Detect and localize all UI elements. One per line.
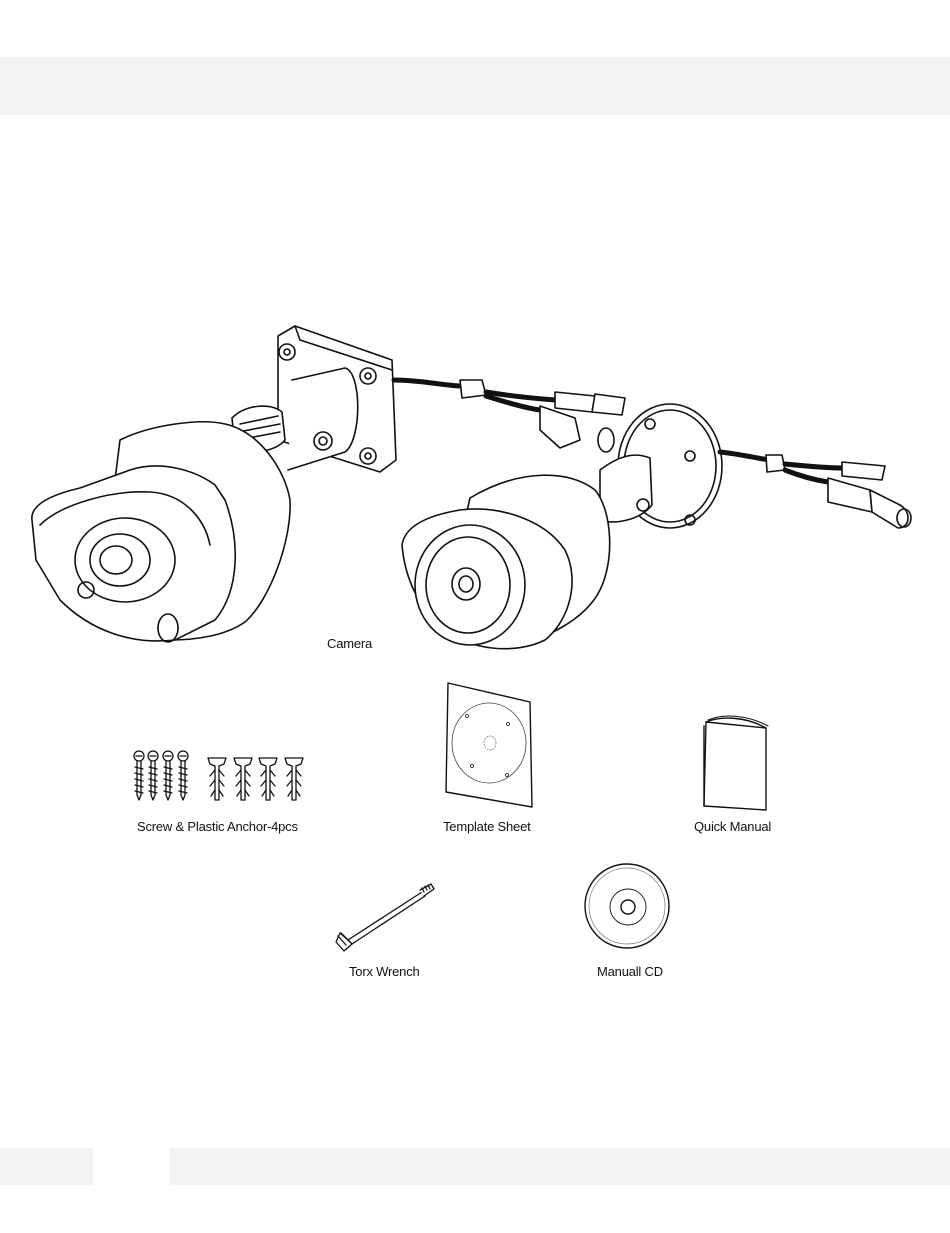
camera-small-illustration xyxy=(402,404,911,649)
camera-label: Camera xyxy=(327,636,372,651)
torx-wrench-illustration xyxy=(336,884,434,951)
quick-manual-illustration xyxy=(704,716,768,810)
manual-cd-label: Manuall CD xyxy=(597,964,663,979)
anchors-illustration xyxy=(208,758,303,800)
screws-illustration xyxy=(134,751,188,800)
template-sheet-label: Template Sheet xyxy=(443,819,531,834)
screw-anchor-label: Screw & Plastic Anchor-4pcs xyxy=(137,819,298,834)
torx-wrench-label: Torx Wrench xyxy=(349,964,420,979)
quick-manual-label: Quick Manual xyxy=(694,819,771,834)
template-sheet-illustration xyxy=(446,683,532,807)
manual-cd-illustration xyxy=(585,864,669,948)
